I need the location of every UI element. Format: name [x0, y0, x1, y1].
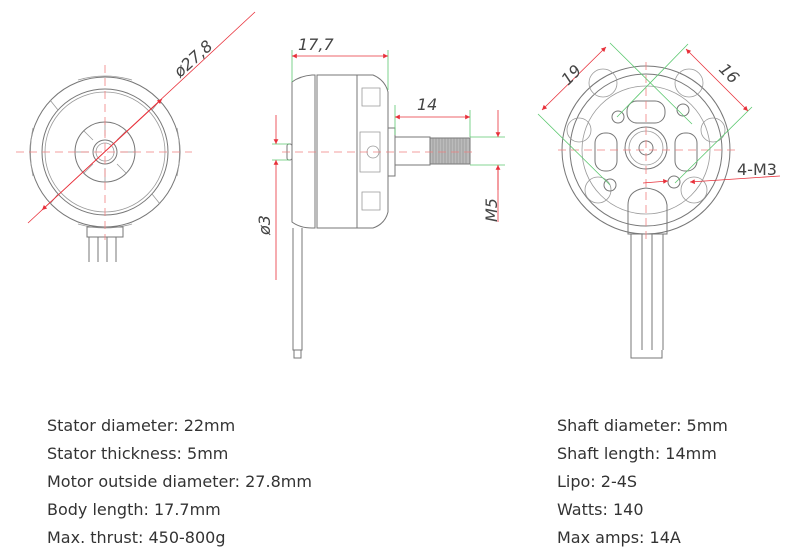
thread-label: M5	[482, 198, 501, 222]
spec-stator-diameter: Stator diameter: 22mm	[47, 416, 236, 435]
motor-technical-drawing: ø27,8 17,7 14 ø3 M5	[16, 11, 781, 359]
body-length-label: 17,7	[298, 35, 334, 54]
spec-max-amps: Max amps: 14A	[557, 528, 681, 547]
outer-diameter-label: ø27,8	[169, 36, 216, 81]
spec-body-length: Body length: 17.7mm	[47, 500, 221, 519]
spec-stator-thickness: Stator thickness: 5mm	[47, 444, 229, 463]
spec-lipo: Lipo: 2-4S	[557, 472, 638, 491]
spec-shaft-length: Shaft length: 14mm	[557, 444, 717, 463]
spec-max-thrust: Max. thrust: 450-800g	[47, 528, 226, 547]
spec-shaft-diameter: Shaft diameter: 5mm	[557, 416, 728, 435]
front-view: 19 16 4-M3	[537, 42, 781, 359]
rear-view: ø27,8	[16, 11, 256, 262]
shaft-length-label: 14	[417, 95, 437, 114]
wire-hole-label: ø3	[255, 215, 274, 236]
mount-spacing-a-label: 19	[557, 61, 585, 89]
spec-watts: Watts: 140	[557, 500, 644, 519]
mount-spacing-b-label: 16	[715, 59, 743, 87]
side-view: 17,7 14 ø3 M5	[255, 35, 505, 359]
mount-holes-label: 4-M3	[737, 160, 777, 179]
specs-left: Stator diameter: 22mm Stator thickness: …	[47, 412, 312, 552]
specs-right: Shaft diameter: 5mm Shaft length: 14mm L…	[557, 412, 728, 552]
spec-outside-diameter: Motor outside diameter: 27.8mm	[47, 472, 312, 491]
